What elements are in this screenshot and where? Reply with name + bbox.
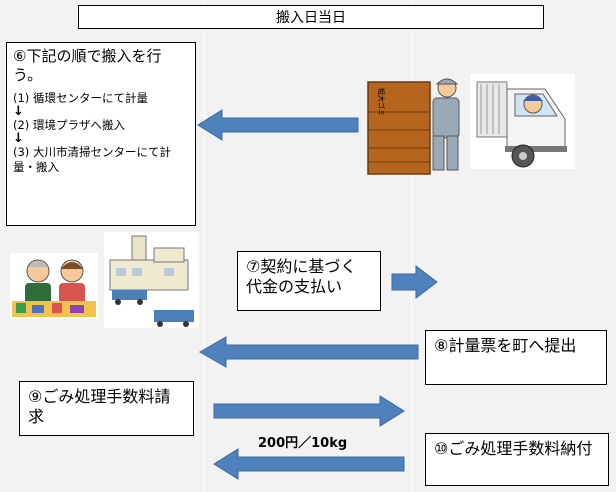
- step9-box: ⑨ごみ処理手数料請求: [19, 381, 194, 436]
- price-label: 200円／10kg: [258, 436, 348, 451]
- step10-text: ⑩ごみ処理手数料納付: [434, 439, 593, 458]
- worker-truck-icon: 粗大ゴミ: [367, 74, 575, 175]
- truck-sign-label: 粗大ゴミ: [377, 88, 386, 116]
- step6-item-3: (3) 大川市清掃センターにて計量・搬入: [13, 145, 171, 174]
- residents-illustration: [10, 253, 98, 319]
- step6-item-1: (1) 循環センターにて計量: [13, 90, 148, 105]
- step6-box: ⑥下記の順で搬入を行う。 (1) 循環センターにて計量 ↓ (2) 環境プラザへ…: [6, 42, 196, 226]
- step7-text: ⑦契約に基づく代金の支払い: [246, 257, 357, 296]
- facility-illustration: [104, 232, 199, 328]
- arrow-right-icon: [213, 395, 405, 427]
- header-title: 搬入日当日: [78, 5, 544, 29]
- arrow-left-icon: [198, 336, 419, 368]
- step6-item-2: (2) 環境プラザへ搬入: [13, 117, 125, 132]
- down-arrow-icon: ↓: [13, 103, 24, 119]
- step9-text: ⑨ごみ処理手数料請求: [28, 387, 171, 426]
- lane-divider-2: [411, 0, 412, 492]
- step7-box: ⑦契約に基づく代金の支払い: [237, 251, 381, 311]
- down-arrow-icon: ↓: [13, 131, 24, 147]
- step8-box: ⑧計量票を町へ提出: [425, 330, 607, 385]
- step6-lead: ⑥下記の順で搬入を行う。: [13, 47, 162, 84]
- facility-icon: [109, 235, 194, 327]
- step10-box: ⑩ごみ処理手数料納付: [425, 433, 609, 486]
- lane-divider-1: [204, 0, 205, 492]
- arrow-left-icon: [213, 448, 405, 480]
- worker-truck-illustration: 粗大ゴミ: [365, 74, 575, 178]
- arrow-left-icon: [197, 109, 359, 141]
- residents-icon: [12, 259, 96, 317]
- step8-text: ⑧計量票を町へ提出: [434, 336, 577, 355]
- arrow-right-icon: [391, 264, 438, 300]
